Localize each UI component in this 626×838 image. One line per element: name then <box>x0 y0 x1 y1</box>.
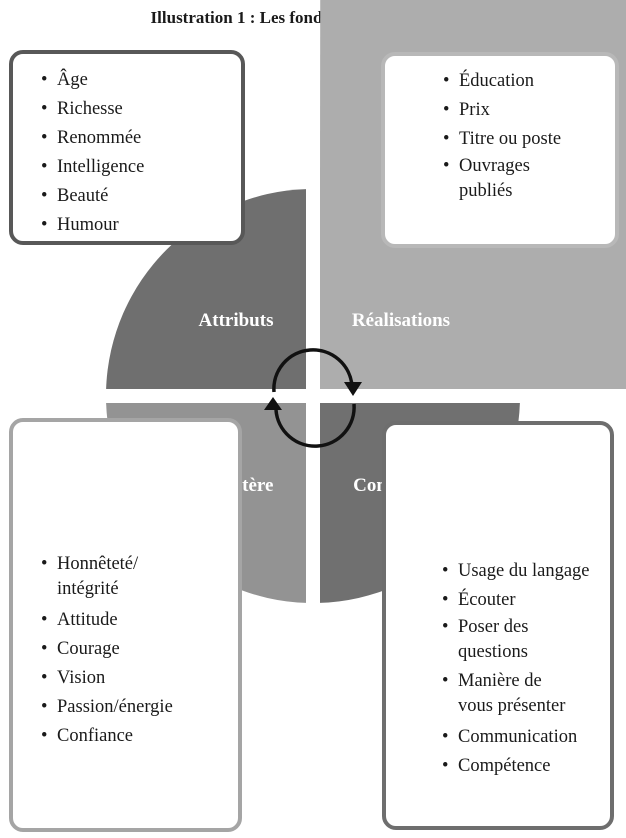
box-skills: Usage du langageÉcouterPoser desquestion… <box>382 421 614 830</box>
box-achievements: ÉducationPrixTitre ou posteOuvragespubli… <box>381 52 619 248</box>
list-item-attributes: Richesse <box>39 95 241 124</box>
list-skills: Usage du langageÉcouterPoser desquestion… <box>440 557 590 781</box>
list-item-skills: Compétence <box>440 752 590 781</box>
quadrant-attributes <box>106 189 306 389</box>
list-item-attributes: Beauté <box>39 182 241 211</box>
list-item-achievements: Éducation <box>441 67 615 96</box>
list-attributes: ÂgeRichesseRenomméeIntelligenceBeautéHum… <box>39 66 241 240</box>
list-item-attributes: Humour <box>39 211 241 240</box>
cycle-arrows-icon <box>272 348 356 448</box>
list-item-achievements: Prix <box>441 96 615 125</box>
list-achievements: ÉducationPrixTitre ou posteOuvragespubli… <box>441 67 615 204</box>
list-character: Honnêteté/intégritéAttitudeCourageVision… <box>39 552 173 751</box>
list-item-character: Attitude <box>39 606 173 635</box>
list-item-character: Courage <box>39 635 173 664</box>
list-item-skills: Écouter <box>440 586 590 615</box>
list-item-character: Confiance <box>39 722 173 751</box>
list-item-skills: Communication <box>440 723 590 752</box>
list-item-attributes: Renommée <box>39 124 241 153</box>
arrowhead-icons <box>264 382 362 410</box>
list-item-character: Passion/énergie <box>39 693 173 722</box>
box-character: Honnêteté/intégritéAttitudeCourageVision… <box>9 418 242 832</box>
list-item-achievements: Titre ou poste <box>441 125 615 154</box>
quadrant-label-achievements: Réalisations <box>352 310 450 331</box>
list-item-attributes: Âge <box>39 66 241 95</box>
list-item-skills: Usage du langage <box>440 557 590 586</box>
box-attributes: ÂgeRichesseRenomméeIntelligenceBeautéHum… <box>9 50 245 245</box>
quadrant-label-attributes: Attributs <box>199 310 274 331</box>
list-item-attributes: Intelligence <box>39 153 241 182</box>
list-item-character: Vision <box>39 664 173 693</box>
list-item-character: Honnêteté/intégrité <box>39 552 173 602</box>
